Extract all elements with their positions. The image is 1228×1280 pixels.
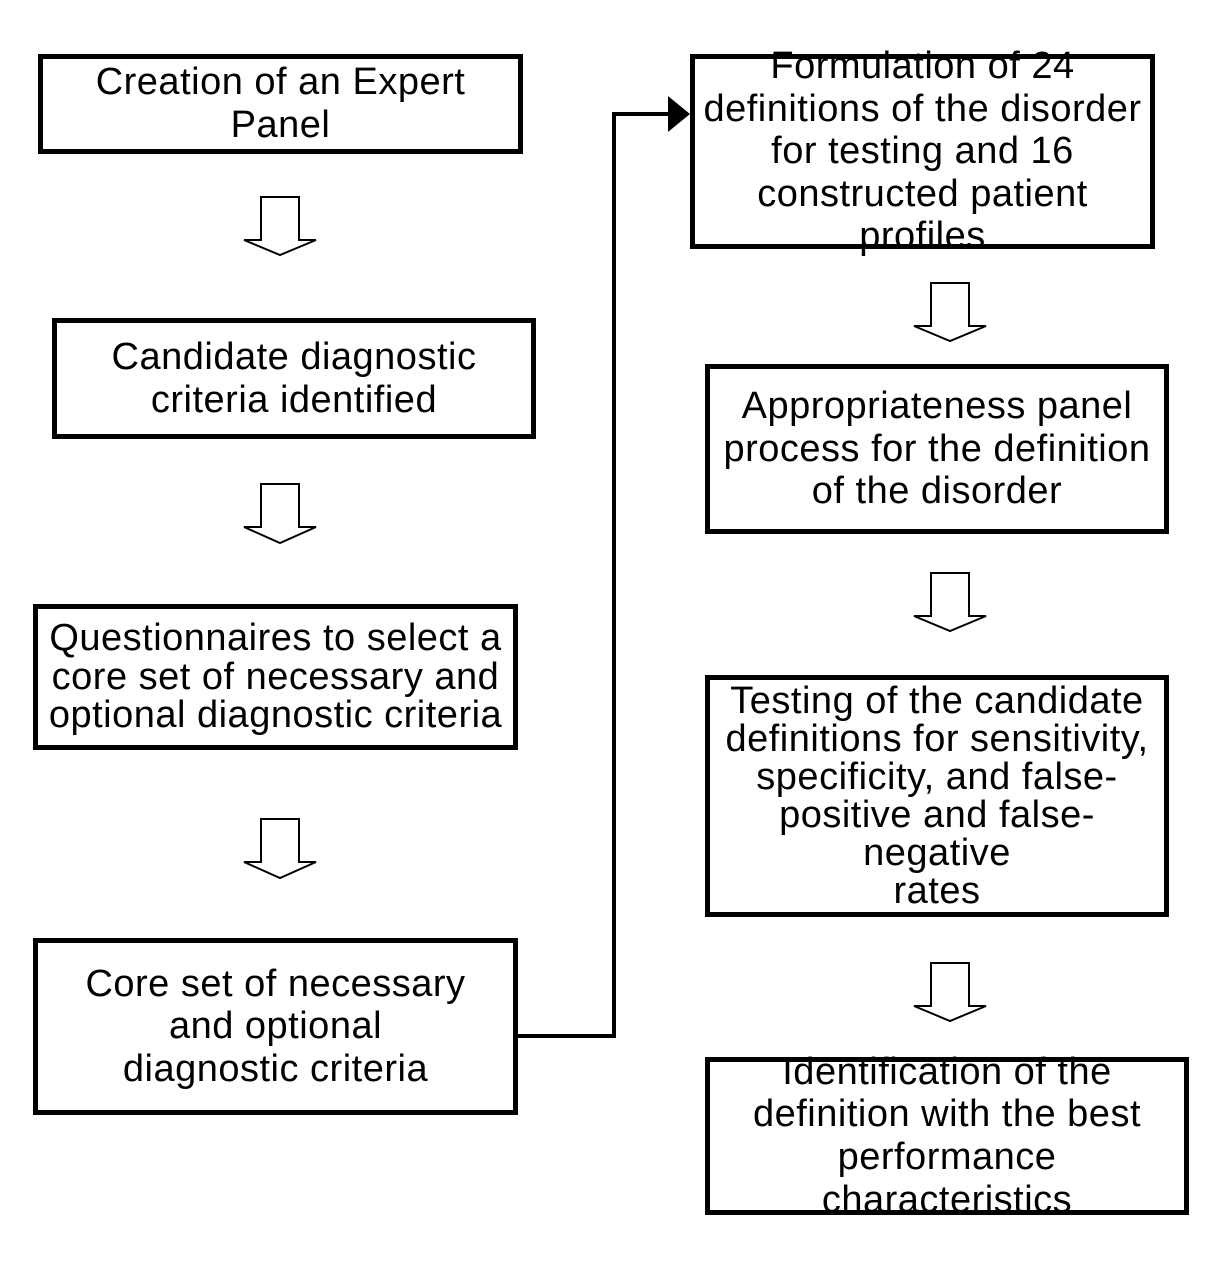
node-label: Candidate diagnostic criteria identified (111, 335, 477, 421)
down-arrow-icon (913, 572, 987, 633)
down-arrow-icon (243, 483, 317, 545)
node-label: Creation of an Expert Panel (95, 61, 466, 146)
down-arrow-icon (243, 196, 317, 257)
down-arrow-icon (243, 818, 317, 880)
node-label: Core set of necessary and optional diagn… (85, 962, 466, 1090)
node-questionnaires: Questionnaires to select a core set of n… (33, 604, 518, 750)
node-testing: Testing of the candidate definitions for… (705, 675, 1169, 917)
node-formulation: Formulation of 24 definitions of the dis… (690, 45, 1155, 257)
down-arrow-icon (913, 962, 987, 1023)
node-label: Testing of the candidate definitions for… (725, 680, 1149, 912)
down-arrow-icon (913, 282, 987, 343)
elbow-connector (518, 112, 672, 1038)
node-label: Identification of the definition with th… (752, 1050, 1141, 1221)
node-label: Formulation of 24 definitions of the dis… (703, 45, 1142, 258)
node-identification: Identification of the definition with th… (705, 1051, 1189, 1221)
node-label: Questionnaires to select a core set of n… (48, 616, 503, 737)
node-expert-panel: Creation of an Expert Panel (38, 54, 523, 154)
node-appropriateness: Appropriateness panel process for the de… (705, 364, 1169, 534)
node-candidate-criteria: Candidate diagnostic criteria identified (52, 318, 536, 439)
node-core-set: Core set of necessary and optional diagn… (33, 938, 518, 1115)
arrowhead-icon (668, 96, 690, 132)
node-label: Appropriateness panel process for the de… (723, 385, 1151, 513)
